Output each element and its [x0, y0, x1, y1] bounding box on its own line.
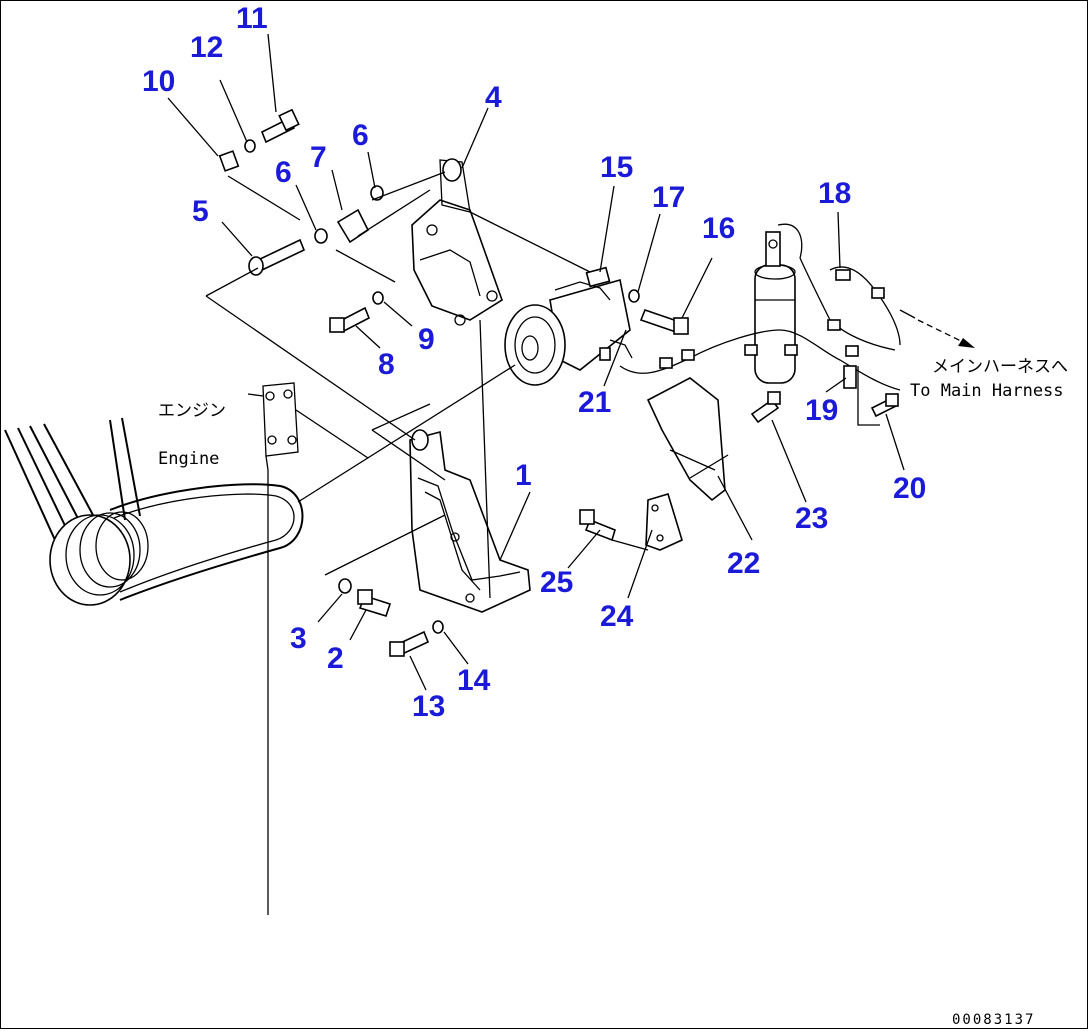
callout-15: 15: [600, 151, 633, 184]
lower-bracket: [409, 429, 531, 613]
callout-2: 2: [327, 642, 344, 675]
callout-13: 13: [412, 690, 445, 723]
engine-pulley: [4, 417, 149, 606]
drawing-code: 00083137: [952, 1012, 1035, 1028]
callout-21: 21: [578, 386, 611, 419]
callout-25: 25: [540, 566, 573, 599]
callout-14: 14: [457, 664, 491, 697]
engine-mount-plate: [247, 382, 369, 915]
callout-5: 5: [192, 195, 209, 228]
receiver-drier: [744, 223, 803, 384]
fasteners: [218, 108, 899, 657]
callout-10: 10: [142, 65, 175, 98]
callout-8: 8: [378, 348, 395, 381]
callout-9: 9: [418, 323, 435, 356]
cover-plate: [646, 377, 726, 502]
harness-label-jp: メインハーネスへ: [932, 357, 1068, 377]
small-bracket: [645, 493, 683, 551]
harness-arrow: [917, 319, 975, 348]
callout-7: 7: [310, 141, 327, 174]
callout-18: 18: [818, 177, 851, 210]
callout-16: 16: [702, 212, 735, 245]
callout-20: 20: [893, 472, 926, 505]
callout-numbers: 1 2 3 4 5 6 6 7 8 9 10 11 12 13 14 15 16…: [142, 2, 926, 723]
callout-19: 19: [805, 394, 838, 427]
upper-bracket: [411, 158, 503, 326]
engine-label-en: Engine: [158, 449, 219, 469]
callout-4: 4: [485, 81, 502, 114]
callout-12: 12: [190, 31, 223, 64]
callout-1: 1: [515, 459, 532, 492]
callout-3: 3: [290, 622, 307, 655]
callout-6b: 6: [352, 119, 369, 152]
callout-23: 23: [795, 502, 828, 535]
ac-compressor: [504, 266, 633, 386]
harness-label-en: To Main Harness: [910, 381, 1064, 401]
callout-17: 17: [652, 181, 685, 214]
assembly-lines: [205, 171, 880, 599]
captions: エンジン Engine メインハーネスへ To Main Harness 000…: [158, 357, 1068, 1028]
callout-24: 24: [600, 600, 634, 633]
callout-11: 11: [236, 2, 268, 35]
engine-label-jp: エンジン: [158, 401, 226, 421]
drive-belt: [109, 483, 304, 601]
leader-lines: [167, 33, 905, 691]
callout-6a: 6: [275, 156, 292, 189]
callout-22: 22: [727, 547, 760, 580]
